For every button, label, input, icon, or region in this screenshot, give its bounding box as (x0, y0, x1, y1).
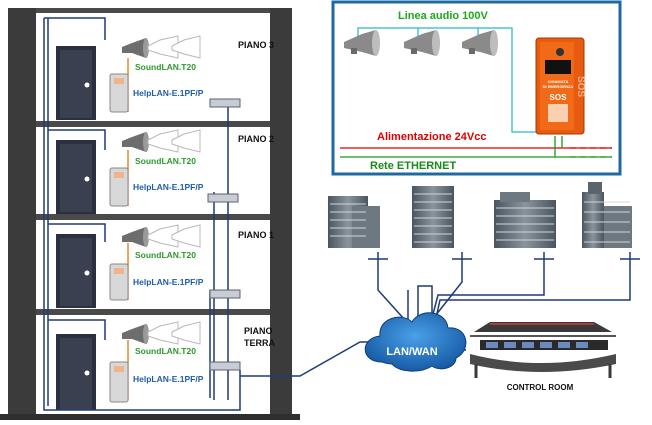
horn-speaker-icon (462, 30, 498, 56)
speaker-label: SoundLAN.T20 (135, 250, 196, 260)
audio-line-cable (357, 27, 540, 133)
intercom-label: HelpLAN-E.1PF/P (133, 88, 204, 98)
floor-label-line2: TERRA (244, 338, 275, 348)
door-piano-1 (56, 234, 96, 308)
speaker-label: SoundLAN.T20 (135, 62, 196, 72)
speaker-label: SoundLAN.T20 (135, 156, 196, 166)
roof-slab (36, 8, 270, 13)
door-piano-3 (56, 46, 96, 120)
ethernet-label: Rete ETHERNET (370, 160, 456, 172)
intercom-display (114, 268, 124, 274)
building-icon (582, 182, 632, 248)
floor-1-devices: SoundLAN.T20 HelpLAN-E.1PF/P PIANO 1 (109, 224, 274, 301)
sos-side-text: SOS (575, 76, 586, 97)
sos-button (548, 104, 568, 122)
speaker-icon (122, 129, 201, 153)
intercom-label: HelpLAN-E.1PF/P (133, 277, 204, 287)
intercom-display (114, 78, 124, 84)
intercom-label: HelpLAN-E.1PF/P (133, 182, 204, 192)
door-piano-2 (56, 140, 96, 214)
floor-2-devices: SoundLAN.T20 HelpLAN-E.1PF/P PIANO 2 (109, 129, 274, 207)
door-piano-terra (56, 334, 96, 410)
floor-label: PIANO 3 (238, 40, 274, 50)
intercom-display (114, 172, 124, 178)
doors (56, 46, 96, 410)
ground-slab (0, 414, 300, 420)
lan-wan-label: LAN/WAN (386, 346, 437, 358)
speaker-icon (122, 35, 201, 59)
control-room-label: CONTROL ROOM (507, 383, 574, 392)
floor-label-line1: PIANO (244, 326, 273, 336)
network-switch-icon (209, 361, 241, 371)
intercom-display (114, 366, 124, 372)
network-switch-icon (209, 98, 241, 108)
left-wall (8, 8, 36, 418)
audio-line-label: Linea audio 100V (398, 10, 489, 22)
building-icon (328, 196, 380, 248)
building (0, 8, 300, 420)
speaker-icon (122, 224, 201, 248)
horn-speaker-icon (404, 30, 440, 56)
floor-slab-0 (36, 309, 270, 315)
floor-3-devices: SoundLAN.T20 HelpLAN-E.1PF/P PIANO 3 (109, 35, 274, 113)
sos-text: SOS (550, 93, 568, 102)
right-wall (270, 8, 292, 418)
network-switch-icon (209, 289, 241, 299)
floor-0-devices: SoundLAN.T20 HelpLAN-E.1PF/P PIANO TERRA (109, 321, 275, 403)
floor-label: PIANO 1 (238, 230, 274, 240)
intercom-label: HelpLAN-E.1PF/P (133, 374, 204, 384)
speaker-icon (122, 321, 201, 345)
floor-slab-2 (36, 121, 270, 127)
network-switch-icon (207, 193, 239, 203)
power-label: Alimentazione 24Vcc (377, 131, 486, 143)
control-room-icon: CONTROL ROOM (470, 322, 616, 392)
detail-panel: CHIAMATA DI EMERGENZA SOS SOS Linea audi… (331, 0, 622, 176)
sos-line1: CHIAMATA (548, 79, 569, 84)
sos-panel: CHIAMATA DI EMERGENZA SOS SOS (535, 37, 586, 135)
floor-slab-1 (36, 214, 270, 220)
building-icon (412, 186, 454, 248)
sos-line2: DI EMERGENZA (543, 84, 574, 89)
horn-speaker-icon (344, 30, 380, 56)
speaker-label: SoundLAN.T20 (135, 346, 196, 356)
building-icon (494, 192, 556, 248)
floor-label: PIANO 2 (238, 134, 274, 144)
remote-buildings (328, 182, 632, 248)
remote-cables (368, 252, 640, 351)
lan-wan-cloud-icon: LAN/WAN (364, 312, 467, 372)
